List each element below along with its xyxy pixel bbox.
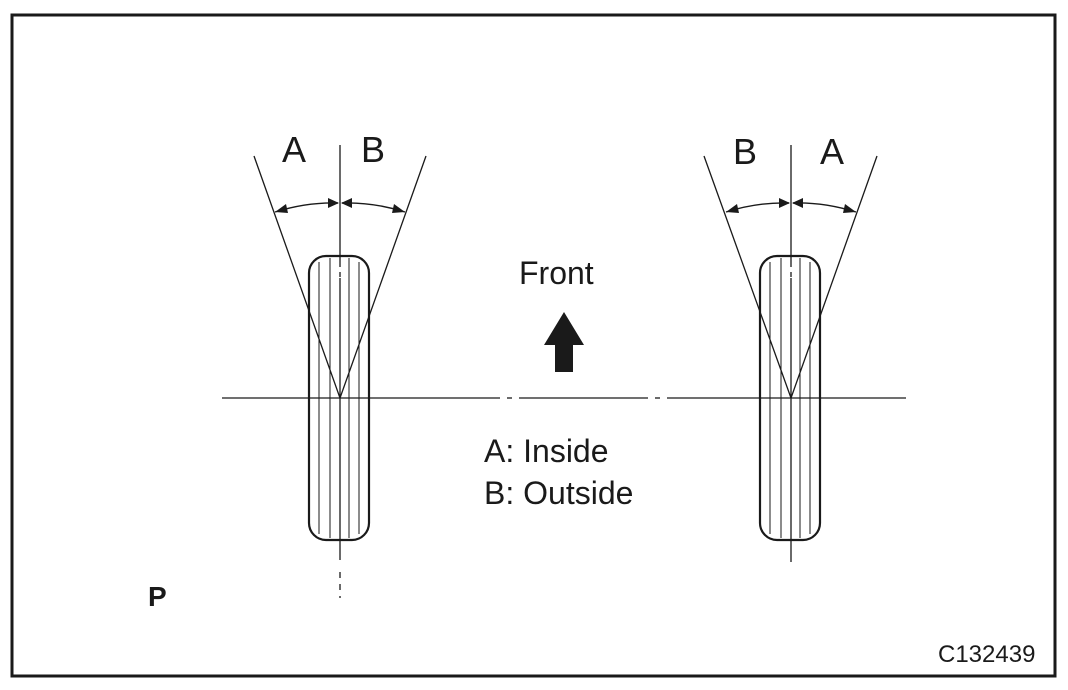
legend-inside: A: Inside bbox=[484, 433, 609, 469]
left-tire bbox=[307, 254, 371, 542]
up-arrow-icon bbox=[544, 312, 584, 372]
left-angle-line-a bbox=[253, 155, 341, 399]
left-wheel-group bbox=[253, 145, 427, 598]
right-label-b: B bbox=[733, 131, 757, 172]
corner-mark: P bbox=[148, 581, 167, 612]
figure-code: C132439 bbox=[938, 641, 1035, 668]
legend-outside: B: Outside bbox=[484, 475, 633, 511]
front-label: Front bbox=[519, 255, 594, 291]
figure-frame bbox=[10, 13, 1057, 678]
left-label-a: A bbox=[282, 129, 306, 170]
left-label-b: B bbox=[361, 129, 385, 170]
left-angle-line-b bbox=[339, 155, 427, 399]
right-tire bbox=[758, 254, 822, 542]
right-angle-line-b bbox=[703, 155, 792, 399]
right-angle-line-a bbox=[790, 155, 878, 399]
right-wheel-group bbox=[703, 145, 878, 562]
right-label-a: A bbox=[820, 131, 844, 172]
